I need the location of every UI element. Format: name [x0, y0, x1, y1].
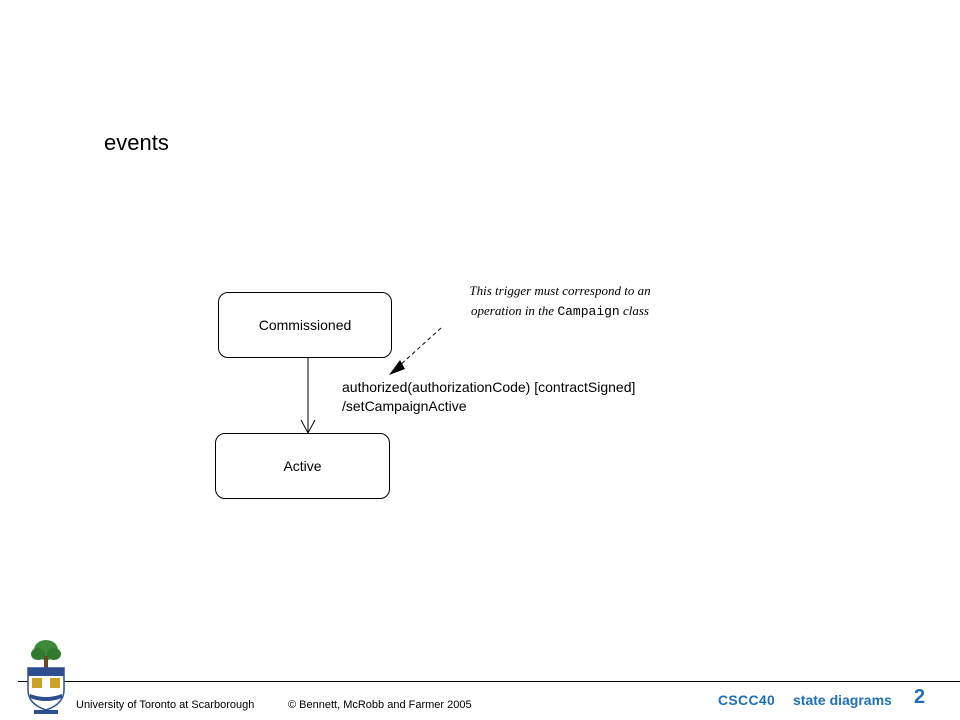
note-text-after: class [619, 303, 649, 318]
transition-action: /setCampaignActive [342, 398, 467, 414]
state-active: Active [215, 433, 390, 499]
note-text-before: This trigger must correspond to an opera… [469, 283, 651, 318]
state-commissioned-label: Commissioned [258, 317, 352, 333]
footer-topic: state diagrams [793, 692, 892, 708]
state-active-label: Active [283, 458, 322, 474]
note-code: Campaign [557, 304, 620, 319]
footer-course-code: CSCC40 [718, 692, 776, 708]
slide-heading: events [104, 130, 169, 155]
state-commissioned: Commissioned [218, 292, 392, 358]
footer-divider [18, 681, 960, 682]
footer-university: University of Toronto at Scarborough [76, 699, 255, 711]
note-pointer-line [397, 327, 442, 368]
transition-trigger: authorized(authorizationCode) [contractS… [342, 379, 636, 395]
transition-label: authorized(authorizationCode) [contractS… [342, 378, 635, 416]
note-pointer-arrowhead [389, 360, 405, 375]
footer-copyright: © Bennett, McRobb and Farmer 2005 [288, 699, 472, 711]
university-crest-icon [27, 640, 65, 714]
trigger-note: This trigger must correspond to an opera… [446, 281, 674, 322]
footer-page-number: 2 [914, 686, 926, 708]
